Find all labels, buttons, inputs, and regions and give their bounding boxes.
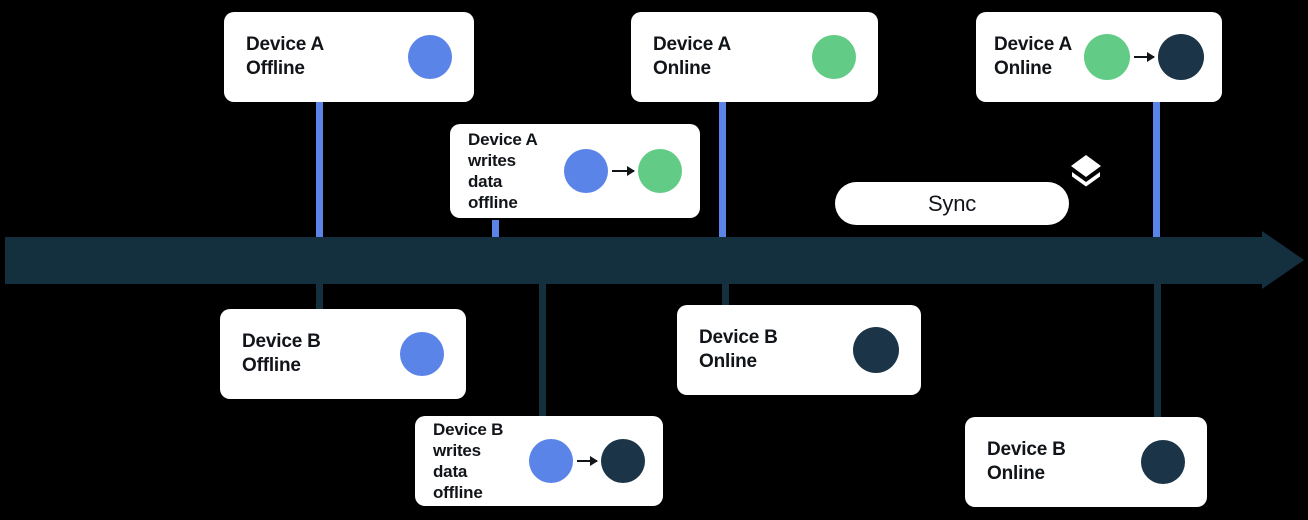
- card-device-a-offline[interactable]: Device A Offline: [224, 12, 474, 102]
- connector-device-a-online-2: [1153, 98, 1160, 242]
- connector-device-a-writes-offline: [492, 220, 499, 242]
- transfer-arrow-icon: [577, 456, 598, 466]
- connector-device-a-offline: [316, 98, 323, 242]
- status-dot-blue: [400, 332, 444, 376]
- status-dot-dark: [1158, 34, 1204, 80]
- layers-icon: [1071, 155, 1101, 187]
- status-dot-blue: [564, 149, 608, 193]
- card-device-b-writes-offline-dots: [529, 439, 645, 483]
- card-device-b-online-2-label: Device B Online: [987, 438, 1066, 484]
- card-device-b-online-2[interactable]: Device B Online: [965, 417, 1207, 507]
- connector-device-b-online-2: [1154, 281, 1161, 421]
- card-device-a-online-2-dots: [1084, 34, 1204, 80]
- card-device-b-writes-offline[interactable]: Device B writes data offline: [415, 416, 663, 506]
- card-device-a-offline-dots: [408, 35, 452, 79]
- card-device-b-online-1[interactable]: Device B Online: [677, 305, 921, 395]
- card-device-a-writes-offline[interactable]: Device A writes data offline: [450, 124, 700, 218]
- connector-device-b-offline: [316, 281, 323, 313]
- status-dot-blue: [529, 439, 573, 483]
- sync-label: Sync: [927, 190, 977, 216]
- transfer-arrow-icon: [612, 166, 635, 176]
- card-device-b-online-1-label: Device B Online: [699, 326, 778, 372]
- status-dot-green: [638, 149, 682, 193]
- card-device-b-writes-offline-label: Device B writes data offline: [433, 419, 504, 503]
- connector-device-b-writes-offline: [539, 281, 546, 421]
- card-device-b-offline[interactable]: Device B Offline: [220, 309, 466, 399]
- transfer-arrow-icon: [1134, 52, 1155, 62]
- timeline-arrow-icon: [1262, 231, 1304, 289]
- card-device-a-online-2-label: Device A Online: [994, 33, 1072, 79]
- card-device-a-online-2[interactable]: Device A Online: [976, 12, 1222, 102]
- sync-pill[interactable]: Sync: [835, 182, 1069, 225]
- card-device-a-online-1-dots: [812, 35, 856, 79]
- card-device-b-online-1-dots: [853, 327, 899, 373]
- card-device-b-offline-dots: [400, 332, 444, 376]
- connector-device-b-online-1: [722, 281, 729, 309]
- status-dot-dark: [1141, 440, 1185, 484]
- status-dot-dark: [853, 327, 899, 373]
- card-device-a-online-1-label: Device A Online: [653, 33, 731, 79]
- card-device-a-offline-label: Device A Offline: [246, 33, 324, 79]
- card-device-a-writes-offline-dots: [564, 149, 682, 193]
- status-dot-green: [812, 35, 856, 79]
- connector-device-a-online-1: [719, 98, 726, 242]
- status-dot-green: [1084, 34, 1130, 80]
- status-dot-blue: [408, 35, 452, 79]
- timeline-bar: [5, 237, 1263, 284]
- card-device-b-online-2-dots: [1141, 440, 1185, 484]
- card-device-a-online-1[interactable]: Device A Online: [631, 12, 878, 102]
- status-dot-dark: [601, 439, 645, 483]
- card-device-b-offline-label: Device B Offline: [242, 330, 321, 376]
- card-device-a-writes-offline-label: Device A writes data offline: [468, 129, 538, 213]
